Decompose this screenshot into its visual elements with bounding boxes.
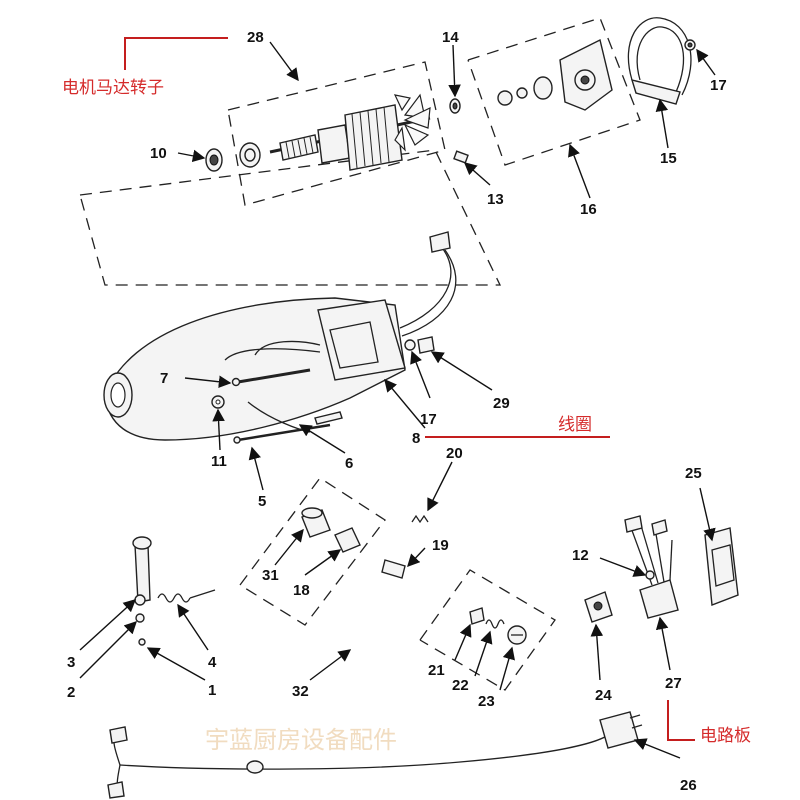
brush-cap-group-box	[419, 569, 556, 691]
callout-21: 21	[428, 662, 445, 679]
leader-lines	[79, 41, 716, 759]
callout-8: 8	[412, 430, 420, 447]
star-washer	[211, 395, 225, 409]
lever-washer	[135, 613, 145, 623]
thrust-washer	[449, 98, 461, 114]
callout-6: 6	[345, 455, 353, 472]
callout-29: 29	[493, 395, 510, 412]
annotation-lines	[124, 37, 695, 741]
callout-12: 12	[572, 547, 589, 564]
callout-32: 32	[292, 683, 309, 700]
callout-18: 18	[293, 582, 310, 599]
carbon-brush	[334, 527, 361, 553]
small-brush	[381, 559, 406, 579]
callout-24: 24	[595, 687, 612, 704]
callout-15: 15	[660, 150, 677, 167]
speed-control-lever	[132, 536, 152, 606]
motor-rotor	[269, 93, 431, 171]
callout-20: 20	[446, 445, 463, 462]
housing-section-box	[79, 149, 502, 286]
callout-17-mid: 17	[420, 411, 437, 428]
callout-10: 10	[150, 145, 167, 162]
callout-28: 28	[247, 29, 264, 46]
callout-25: 25	[685, 465, 702, 482]
lever-spring	[157, 589, 216, 603]
long-screw	[231, 368, 311, 387]
callout-16: 16	[580, 201, 597, 218]
callout-14: 14	[442, 29, 459, 46]
brush-cap-spring	[485, 619, 505, 629]
brush-cap-nut	[469, 607, 485, 625]
callout-27: 27	[665, 675, 682, 692]
brush-holder-group-box	[239, 477, 386, 626]
callout-26: 26	[680, 777, 697, 794]
motor-housing	[103, 231, 457, 441]
callout-19: 19	[432, 537, 449, 554]
callout-17-top: 17	[710, 77, 727, 94]
set-screw	[453, 150, 469, 164]
callout-2: 2	[67, 684, 75, 701]
callout-4: 4	[208, 654, 217, 671]
callout-22: 22	[452, 677, 469, 694]
annotation-circuit-board: 电路板	[700, 726, 751, 746]
callout-7: 7	[160, 370, 168, 387]
mounting-bracket	[627, 17, 692, 105]
circuit-board-assembly	[624, 515, 679, 619]
bearing-washer	[205, 148, 223, 172]
terminal-block	[584, 591, 613, 623]
watermark-text: 宇蓝厨房设备配件	[205, 726, 397, 754]
callout-numbers: 28 14 10 13 16 15 17 7 11 6 5 8 17 29 20…	[67, 29, 727, 794]
brush-holder	[301, 507, 331, 538]
hex-nut	[684, 39, 696, 51]
screw	[645, 570, 655, 580]
lever-screw	[138, 638, 146, 646]
callout-3: 3	[67, 654, 75, 671]
bearing	[239, 142, 261, 168]
mounting-screw	[233, 423, 331, 444]
fan-group-box	[467, 17, 641, 166]
fan-bearing-assembly	[497, 38, 613, 111]
brush-spring	[411, 514, 429, 524]
annotation-coil: 线圈	[558, 415, 592, 435]
callout-1: 1	[208, 682, 216, 699]
callout-13: 13	[487, 191, 504, 208]
callout-5: 5	[258, 493, 266, 510]
callout-31: 31	[262, 567, 279, 584]
control-board	[704, 527, 739, 606]
power-cord	[107, 711, 643, 799]
callout-11: 11	[211, 453, 227, 470]
annotation-rotor: 电机马达转子	[62, 78, 164, 98]
callout-23: 23	[478, 693, 495, 710]
brush-cap	[507, 625, 527, 645]
